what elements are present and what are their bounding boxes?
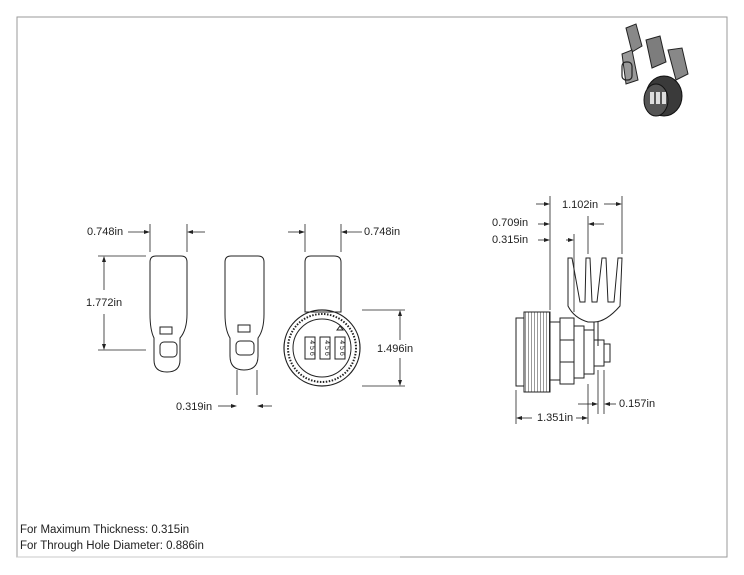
- dimension-lines: [98, 196, 623, 424]
- combination-dials: 4 5 6 4 5 6 4 5 6: [304, 325, 346, 360]
- dim-cam-length: 1.772in: [86, 297, 123, 309]
- dim-cam-thickness: 0.319in: [176, 401, 213, 413]
- note-hole-diameter: For Through Hole Diameter: 0.886in: [20, 540, 204, 552]
- dim-fork-width-front: 0.748in: [364, 226, 401, 238]
- dial-3: 4 5 6: [338, 340, 345, 356]
- dim-max-thickness-gap: 0.315in: [492, 234, 529, 246]
- cam-side-view-middle: [224, 255, 265, 395]
- dim-fork-span: 1.102in: [562, 199, 599, 211]
- dial-2: 4 5 6: [323, 340, 330, 356]
- cam-side-view-left: [149, 255, 188, 373]
- dim-fork-offset: 0.709in: [492, 217, 529, 229]
- lock-side-view: [515, 257, 623, 393]
- dim-body-length: 1.351in: [537, 412, 574, 424]
- title-frame: [16, 16, 728, 558]
- dim-fork-width: 0.748in: [87, 226, 124, 238]
- dim-face-diameter: 1.496in: [377, 343, 414, 355]
- dial-1: 4 5 6: [308, 340, 315, 356]
- dim-nut-gap: 0.157in: [619, 398, 656, 410]
- product-thumbnail: [621, 23, 689, 117]
- note-max-thickness: For Maximum Thickness: 0.315in: [20, 524, 190, 536]
- lock-front-view: 4 5 6 4 5 6 4 5 6: [283, 255, 361, 387]
